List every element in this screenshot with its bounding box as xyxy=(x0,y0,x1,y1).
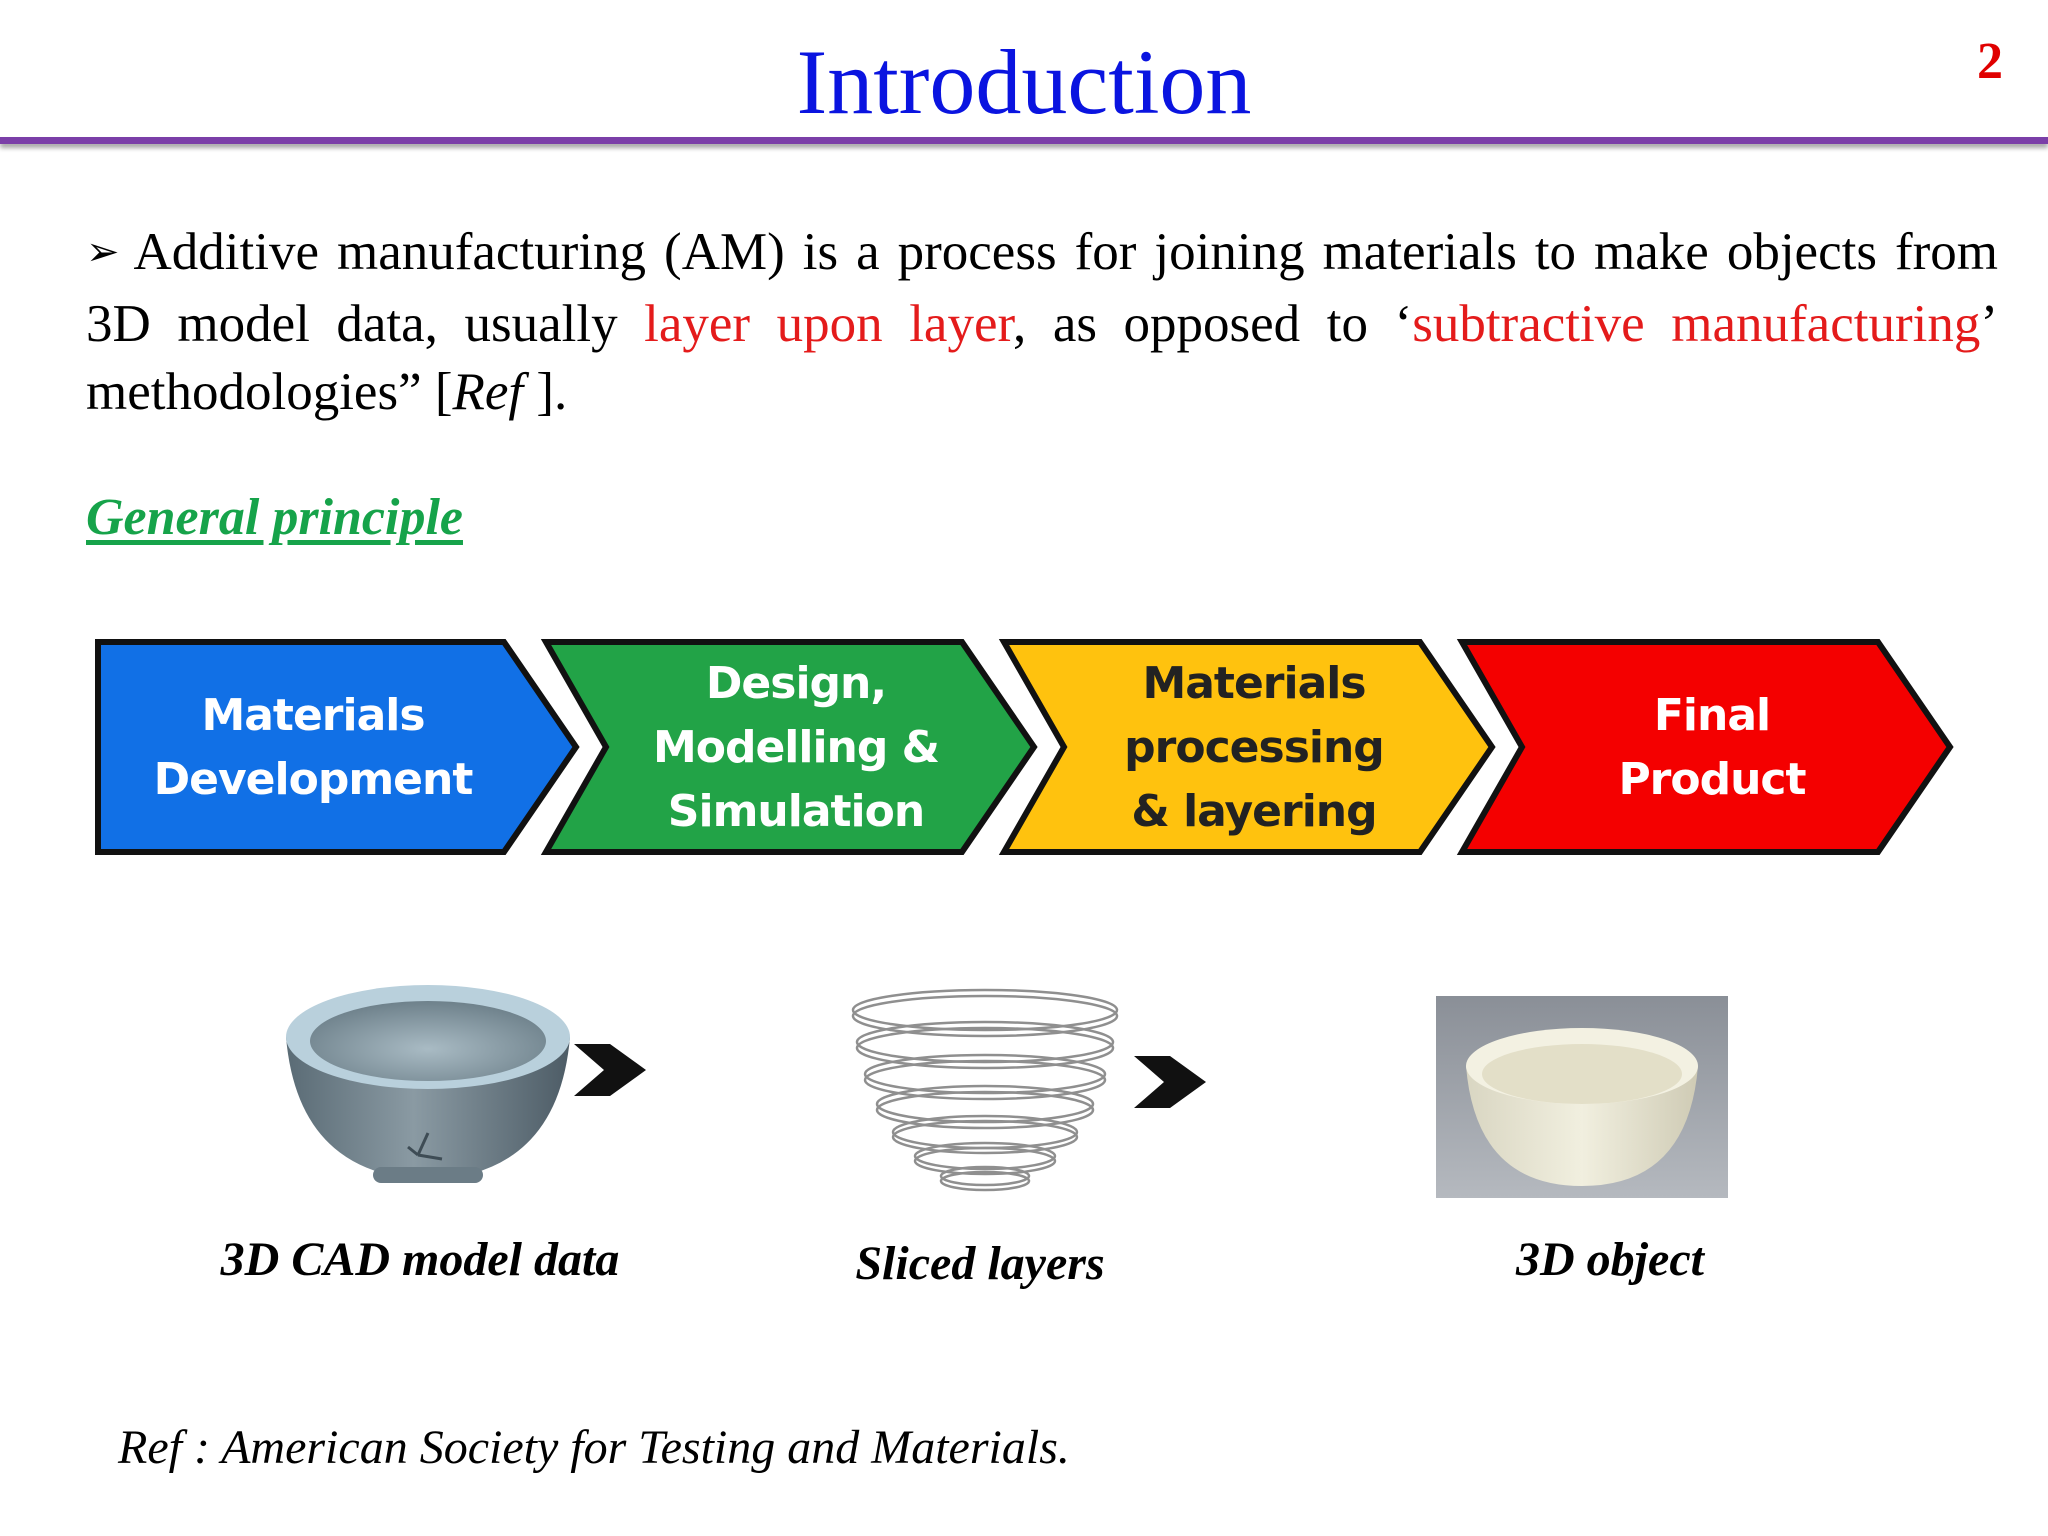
process-step-label: processing xyxy=(1124,722,1384,773)
process-step-label: Materials xyxy=(1142,658,1365,709)
printed-bowl-icon xyxy=(1436,996,1728,1198)
page-number: 2 xyxy=(1977,33,2003,90)
highlight-layer-upon-layer: layer upon layer xyxy=(644,295,1013,353)
process-step-label: Materials xyxy=(201,690,424,741)
process-step-label: Final xyxy=(1654,690,1770,741)
ref-label: Ref xyxy=(452,363,524,421)
reference-note: Ref : American Society for Testing and M… xyxy=(118,1421,1070,1474)
slide-title: Introduction xyxy=(796,31,1252,133)
process-step-label: Product xyxy=(1618,754,1806,805)
intro-text-2: , as opposed to ‘ xyxy=(1013,295,1413,353)
intro-text-1: Additive manufacturing (AM) is a process… xyxy=(86,223,1998,353)
caption-3d-object: 3D object xyxy=(1516,1233,1704,1286)
title-divider xyxy=(0,137,2048,144)
intro-paragraph: ➢Additive manufacturing (AM) is a proces… xyxy=(86,218,1998,426)
cad-bowl-icon xyxy=(278,975,578,1195)
step-materials-processing: Materials processing & layering xyxy=(998,639,1496,855)
highlight-subtractive-manufacturing: subtractive manufacturing xyxy=(1412,295,1981,353)
process-chevron-shape xyxy=(1456,639,1954,855)
caption-cad-model: 3D CAD model data xyxy=(220,1233,620,1286)
process-step-label: & layering xyxy=(1131,786,1376,837)
process-step-label: Development xyxy=(154,754,474,805)
intro-text-4: ]. xyxy=(523,363,568,421)
chevron-right-icon xyxy=(1130,1052,1210,1112)
caption-sliced-layers: Sliced layers xyxy=(855,1237,1105,1290)
process-step-label: Design, xyxy=(706,658,886,709)
process-step-label: Simulation xyxy=(668,786,924,837)
process-chevron-shape xyxy=(540,639,1038,855)
arrow-bullet-icon: ➢ xyxy=(86,229,120,274)
process-chevron-shape xyxy=(998,639,1496,855)
general-principle-heading: General principle xyxy=(86,489,463,546)
process-step-label: Modelling & xyxy=(653,722,939,773)
sliced-layers-icon xyxy=(840,980,1130,1195)
intro-text-3: ’ methodologies” [ xyxy=(86,295,1998,421)
chevron-right-icon xyxy=(570,1040,650,1100)
process-chevron-shape xyxy=(95,639,580,855)
step-design-modelling: Design, Modelling & Simulation xyxy=(540,639,1038,855)
